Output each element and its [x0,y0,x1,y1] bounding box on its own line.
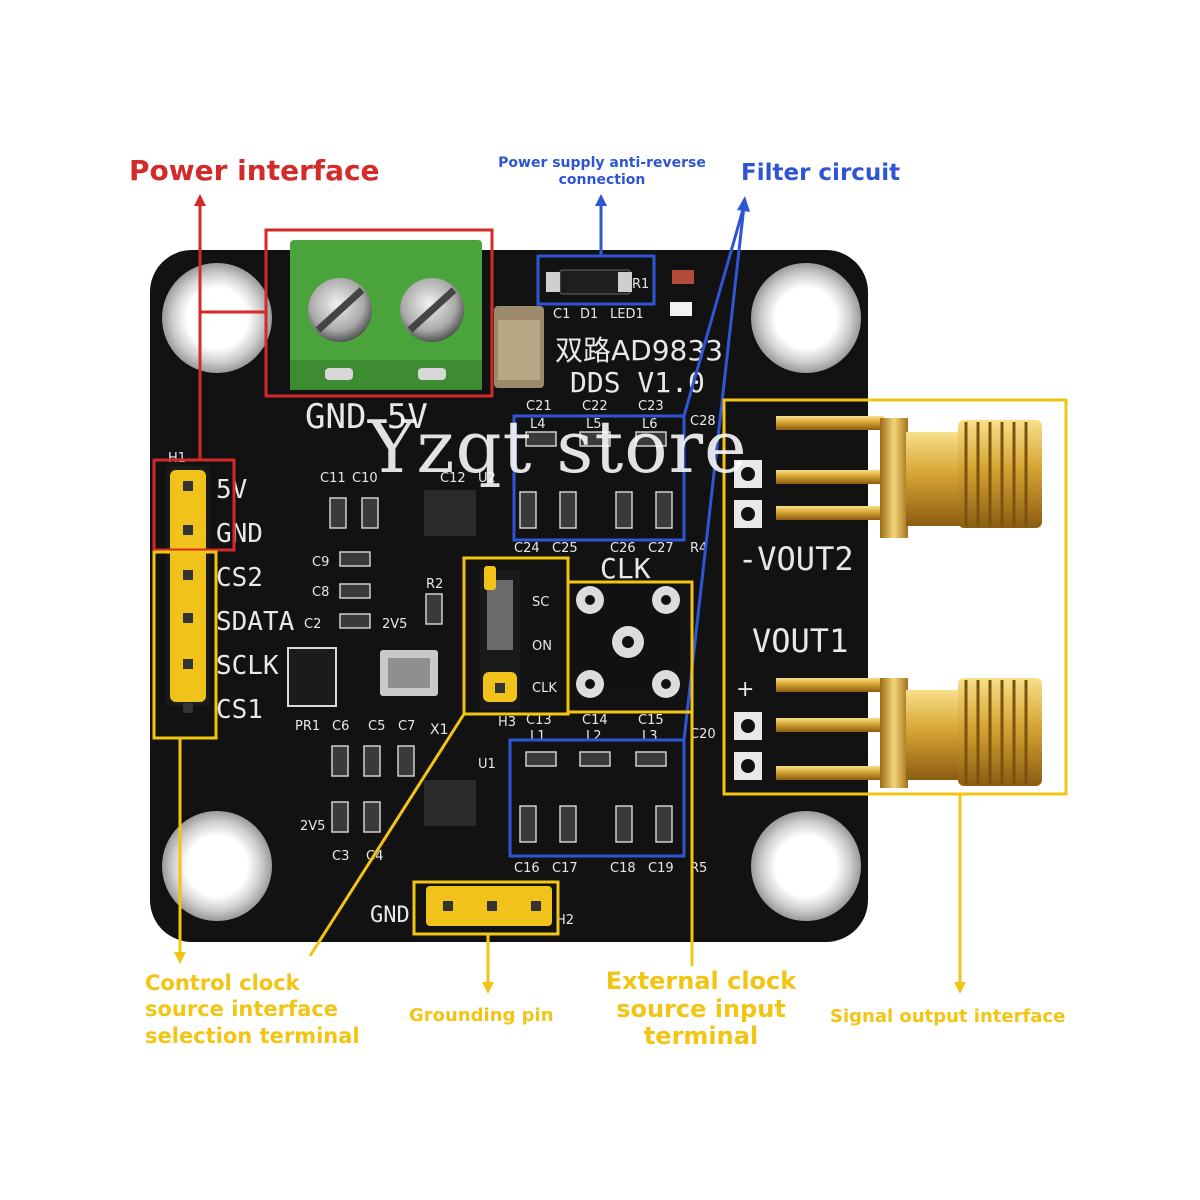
anti-reverse-annotation [536,194,656,306]
label-anti-reverse: Power supply anti-reverse connection [498,155,706,188]
resistor-network-pr1 [287,647,337,707]
sma-connector-vout1 [776,678,1042,788]
svg-text:ON: ON [532,639,552,654]
led-1 [670,302,692,316]
svg-text:C12: C12 [440,471,466,486]
svg-text:SC: SC [532,595,549,610]
svg-text:H2: H2 [556,913,574,928]
svg-text:C5: C5 [368,719,385,734]
svg-text:C28: C28 [690,414,716,429]
svg-text:GND: GND [370,903,410,928]
svg-text:H3: H3 [498,715,516,730]
label-external-clock: External clock source input terminal [605,967,797,1051]
pin-label-cs1: CS1 [216,695,263,725]
pin-label-sdata: SDATA [216,607,295,637]
svg-text:C21: C21 [526,399,552,414]
svg-text:C7: C7 [398,719,415,734]
pin-label-gnd: GND [216,519,263,549]
svg-text:C14: C14 [582,713,608,728]
svg-text:R5: R5 [690,861,707,876]
power-interface-annotation [152,194,494,552]
ic-u2 [424,490,476,536]
svg-text:L5: L5 [586,417,602,432]
svg-text:C24: C24 [514,541,540,556]
svg-text:+: + [736,677,754,702]
svg-text:C2: C2 [304,617,321,632]
svg-text:C26: C26 [610,541,636,556]
svg-text:L1: L1 [530,729,546,744]
pin-header-h2 [426,886,552,926]
svg-text:C25: C25 [552,541,578,556]
svg-text:C6: C6 [332,719,349,734]
svg-text:C10: C10 [352,471,378,486]
pin-header-h1 [166,466,210,713]
ic-u1 [424,780,476,826]
board-version: DDS V1.0 [570,366,705,399]
svg-text:C13: C13 [526,713,552,728]
mounting-hole-top-right [751,263,861,373]
svg-text:C15: C15 [638,713,664,728]
pin-label-cs2: CS2 [216,563,263,593]
svg-text:C8: C8 [312,585,329,600]
mounting-hole-bottom-left [162,811,272,921]
svg-text:C23: C23 [638,399,664,414]
svg-text:C22: C22 [582,399,608,414]
svg-text:L3: L3 [642,729,658,744]
svg-text:R2: R2 [426,577,443,592]
svg-text:L2: L2 [586,729,602,744]
vout1-label: VOUT1 [752,622,848,660]
smd-capacitors [329,431,673,843]
svg-text:PR1: PR1 [295,719,320,734]
label-control-clock: Control clock source interface selection… [145,971,360,1048]
mounting-hole-top-left [162,263,272,373]
svg-text:C16: C16 [514,861,540,876]
jumper-h3 [480,566,520,710]
clk-label: CLK [600,552,651,585]
label-signal-output: Signal output interface [830,1006,1066,1027]
svg-text:2V5: 2V5 [382,617,407,632]
label-power-interface: Power interface [129,154,380,187]
svg-text:U1: U1 [478,757,496,772]
label-filter-circuit: Filter circuit [741,160,901,186]
vout2-label: -VOUT2 [738,540,854,578]
svg-text:LED1: LED1 [610,307,644,322]
pin-label-sclk: SCLK [216,651,279,681]
filter-circuit-annotation [508,196,750,858]
svg-text:C20: C20 [690,727,716,742]
svg-text:D1: D1 [580,307,598,322]
sma-connector-vout2 [776,416,1042,538]
svg-text:L6: L6 [642,417,658,432]
clk-sma-footprint [576,586,680,698]
svg-text:U2: U2 [478,471,496,486]
svg-text:C17: C17 [552,861,578,876]
svg-text:C27: C27 [648,541,674,556]
svg-text:C11: C11 [320,471,346,486]
svg-text:C9: C9 [312,555,329,570]
svg-text:C1: C1 [553,307,570,322]
svg-text:2V5: 2V5 [300,819,325,834]
svg-text:CLK: CLK [532,681,557,696]
svg-text:C18: C18 [610,861,636,876]
yellow-annotations [152,398,1068,986]
store-watermark: Yzqt store [368,405,748,489]
gnd-5v-label: GND 5V [305,397,428,437]
svg-text:R1: R1 [632,277,649,292]
svg-text:C3: C3 [332,849,349,864]
label-grounding-pin: Grounding pin [409,1005,554,1026]
svg-text:X1: X1 [430,722,449,738]
mounting-hole-bottom-right [751,811,861,921]
screw-terminal [290,240,482,390]
board-title: 双路AD9833 [555,334,723,367]
svg-text:L4: L4 [530,417,546,432]
pin-label-5v: 5V [216,475,247,505]
svg-text:C19: C19 [648,861,674,876]
svg-text:R4: R4 [690,541,707,556]
